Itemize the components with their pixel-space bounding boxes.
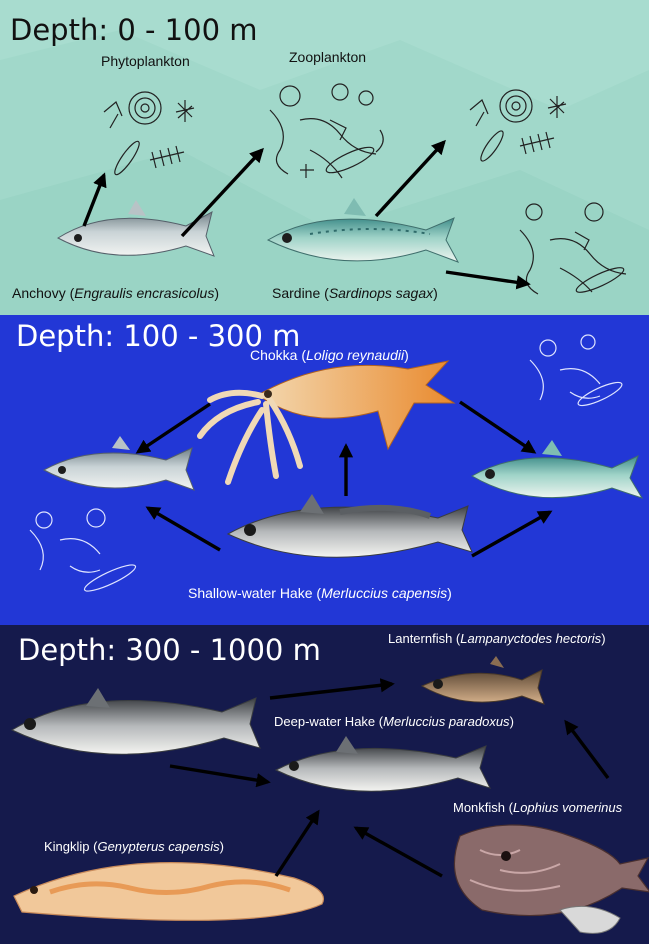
chokka-common: Chokka (: [250, 347, 306, 363]
sardine-common: Sardine (: [272, 285, 329, 301]
label-phytoplankton: Phytoplankton: [101, 53, 190, 69]
lanternfish-close: ): [601, 631, 605, 646]
chokka-scientific: Loligo reynaudii: [306, 347, 405, 363]
label-zooplankton: Zooplankton: [289, 49, 366, 65]
shallow-hake-close: ): [447, 585, 452, 601]
label-lanternfish: Lanternfish (Lampanyctodes hectoris): [388, 631, 606, 646]
deep-hake-common: Deep-water Hake (: [274, 714, 384, 729]
label-chokka: Chokka (Loligo reynaudii): [250, 347, 409, 363]
section-3-title: Depth: 300 - 1000 m: [18, 633, 321, 667]
kingklip-scientific: Genypterus capensis: [97, 839, 220, 854]
deep-hake-scientific: Merluccius paradoxus: [383, 714, 510, 729]
label-monkfish: Monkfish (Lophius vomerinus: [453, 800, 623, 815]
anchovy-close: ): [214, 285, 219, 301]
monkfish-common: Monkfish (: [453, 800, 514, 815]
anchovy-common: Anchovy (: [12, 285, 75, 301]
sardine-close: ): [433, 285, 438, 301]
anchovy-scientific: Engraulis encrasicolus: [74, 285, 214, 301]
kingklip-close: ): [220, 839, 224, 854]
section-1-title: Depth: 0 - 100 m: [10, 13, 258, 47]
label-anchovy: Anchovy (Engraulis encrasicolus): [12, 285, 219, 301]
kingklip-common: Kingklip (: [44, 839, 98, 854]
deep-hake-close: ): [510, 714, 514, 729]
sardine-scientific: Sardinops sagax: [329, 285, 434, 301]
lanternfish-scientific: Lampanyctodes hectoris: [460, 631, 601, 646]
label-deep-hake: Deep-water Hake (Merluccius paradoxus): [274, 714, 514, 729]
shallow-hake-scientific: Merluccius capensis: [321, 585, 447, 601]
monkfish-scientific: Lophius vomerinus: [513, 800, 623, 815]
label-shallow-hake: Shallow-water Hake (Merluccius capensis): [188, 585, 452, 601]
shallow-hake-common: Shallow-water Hake (: [188, 585, 321, 601]
label-sardine: Sardine (Sardinops sagax): [272, 285, 438, 301]
lanternfish-common: Lanternfish (: [388, 631, 461, 646]
label-kingklip: Kingklip (Genypterus capensis): [44, 839, 224, 854]
chokka-close: ): [404, 347, 409, 363]
